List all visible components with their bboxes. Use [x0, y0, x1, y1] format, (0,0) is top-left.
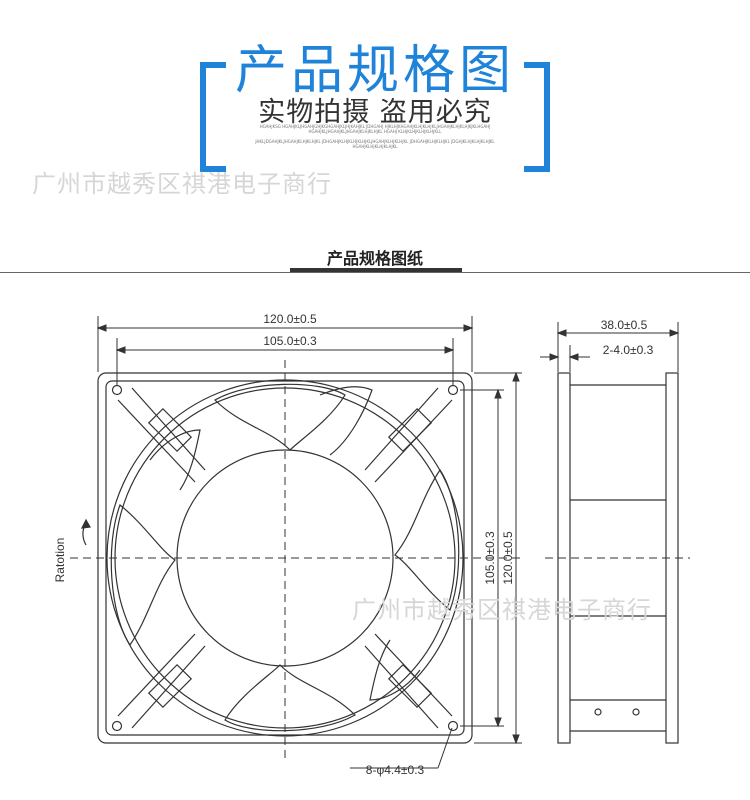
watermark-top: 广州市越秀区祺港电子商行	[32, 170, 332, 198]
section-title: 产品规格图纸	[326, 249, 423, 268]
section-divider	[0, 272, 750, 273]
dim-outer-width-lines	[96, 316, 474, 372]
right-bracket	[524, 62, 550, 172]
page-subtitle: 实物拍摄 盗用必究	[258, 97, 492, 128]
dim-depth-label: 38.0±0.5	[601, 318, 648, 332]
page-title: 产品规格图	[234, 41, 515, 101]
rotation-arrow-head	[80, 518, 91, 529]
fine-print-line-1: HGAHJKSG HGAHJKLJHGAHJGHJKGHGAHJKLJHJKAH…	[259, 124, 491, 134]
watermark-middle: 广州市越秀区祺港电子商行	[352, 596, 652, 624]
dim-vertical-lines	[460, 371, 522, 745]
fan-struts	[117, 387, 453, 729]
header-banner: 产品规格图 实物拍摄 盗用必究 HGAHJKSG HGAHJKLJHGAHJGH…	[0, 0, 750, 200]
mounting-holes	[111, 384, 459, 732]
dim-hole-spacing-label: 105.0±0.3	[263, 334, 317, 348]
dim-hole-spacing-lines	[115, 338, 455, 385]
dim-depth-lines	[556, 322, 680, 372]
dim-holes-label: 8-φ4.4±0.3	[366, 763, 425, 777]
dim-flange-lines	[540, 345, 590, 372]
left-bracket	[200, 62, 226, 172]
fine-print-line-2: JHKLJDGAHJKLJHGAHJKLHJKLHJKL JDHGAHJKLHJ…	[255, 139, 495, 149]
dim-flange-label: 2-4.0±0.3	[603, 343, 654, 357]
center-lines	[70, 360, 520, 760]
fan-blades	[110, 383, 460, 732]
section-title-underline	[290, 268, 462, 272]
dim-outer-height-label: 120.0±0.5	[501, 531, 515, 585]
dim-hole-spacing-v-label: 105.0±0.3	[483, 531, 497, 585]
dim-holes-leader	[350, 727, 453, 769]
dim-outer-width-label: 120.0±0.5	[263, 312, 317, 326]
rotation-label: Ratotion	[53, 538, 67, 583]
